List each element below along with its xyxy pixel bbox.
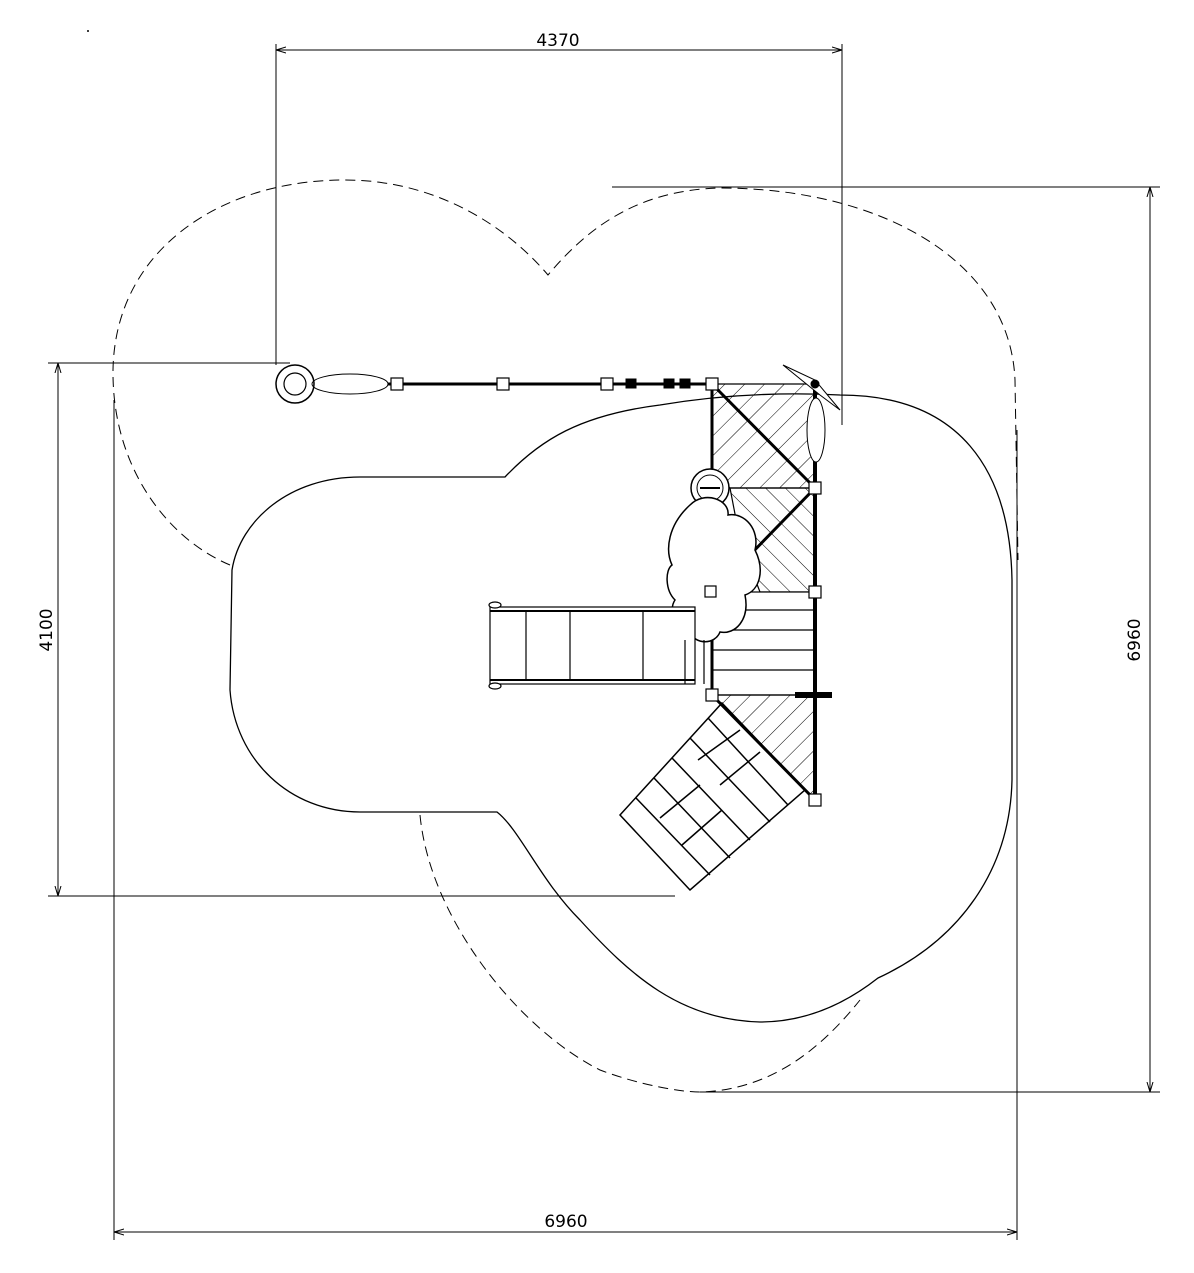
dimension-label-top: 4370 [536,31,579,51]
climbing-net [618,701,807,892]
dimension-left [48,362,675,897]
dimension-label-bottom: 6960 [544,1212,587,1232]
slide [488,601,705,690]
dimension-right [612,186,1160,1093]
tree-canopy [666,496,761,643]
clock-panel [690,468,730,508]
stray-dot [87,30,89,32]
dimension-label-left: 4100 [37,608,57,651]
dimension-top [275,44,843,425]
dimension-bottom [113,400,1018,1240]
center-post [704,585,717,598]
beam-arm [275,364,712,404]
dashed-free-space-outline [112,179,1019,1093]
dimension-label-right: 6960 [1125,618,1145,661]
wind-vane [782,364,841,463]
impact-area-outline [229,393,1013,1023]
spinner-disc [275,364,315,404]
